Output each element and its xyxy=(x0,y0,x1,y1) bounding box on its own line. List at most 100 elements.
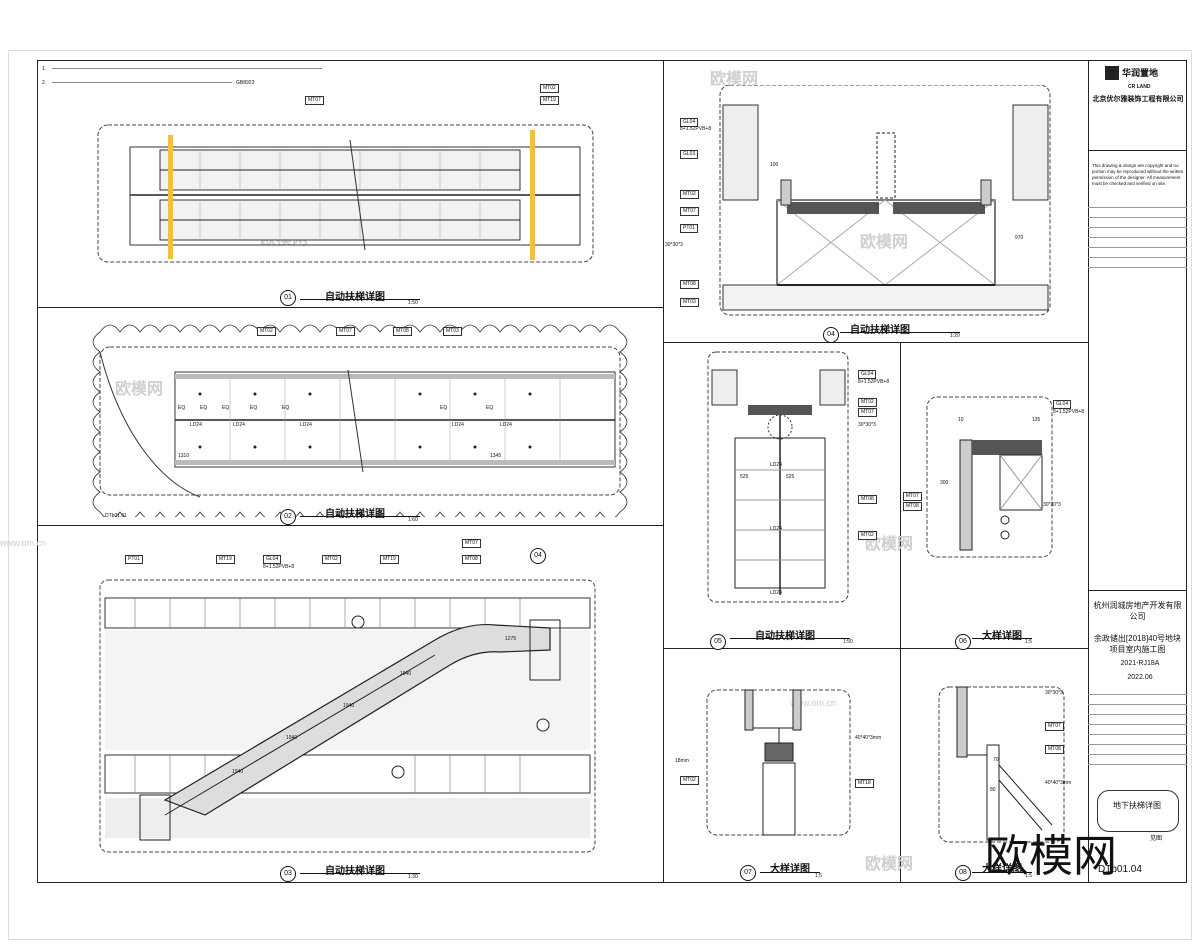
brand-name: 华润置地 xyxy=(1122,68,1159,78)
view-07-number: 07 xyxy=(740,865,756,881)
ld24-label-1: LD24 xyxy=(190,422,202,428)
view-06-underline xyxy=(972,638,1032,639)
view-07-scale: 1:5 xyxy=(815,873,822,879)
drawing-name-box xyxy=(1097,790,1179,832)
divider-h4 xyxy=(663,648,1088,649)
view-02-underline xyxy=(300,516,420,517)
tag-mt07-v3: MT07 xyxy=(462,539,481,548)
glass-spec-v3: 8+1.52PVB+8 xyxy=(263,564,295,570)
dim-1310: 1310 xyxy=(178,453,190,459)
divider-vertical xyxy=(663,60,664,883)
tag-gl04-v5: GL04 xyxy=(858,370,877,379)
tag-mt07-v6: MT07 xyxy=(903,492,922,501)
view-06-number: 06 xyxy=(955,634,971,650)
watermark-url-3: www.om.cn xyxy=(0,538,47,548)
tag-gl03-v4: GL03 xyxy=(680,150,699,159)
note-line-1: 1. xyxy=(42,66,47,72)
view-08-title: 大样详图 xyxy=(982,864,1022,875)
dim-1345: 1345 xyxy=(490,453,502,459)
view-06-drawing xyxy=(926,396,1053,558)
tb-sep-2 xyxy=(1088,590,1187,591)
ld24-label-5: LD24 xyxy=(500,422,512,428)
view-03-scale: 1:30 xyxy=(408,874,418,880)
tag-mt07-v2: MT07 xyxy=(336,327,355,336)
tag-mt19-v1: MT19 xyxy=(540,96,559,105)
dim-1940-c: 1940 xyxy=(286,735,298,741)
ld24-label-2: LD24 xyxy=(233,422,245,428)
eq-label-6: EQ xyxy=(440,405,448,411)
eq-label-5: EQ xyxy=(282,405,290,411)
divider-v2 xyxy=(900,342,901,883)
view-08-number: 08 xyxy=(955,865,971,881)
dim-525-a: 525 xyxy=(740,474,749,480)
view-03-number: 03 xyxy=(280,866,296,882)
tag-mt02-v7: MT02 xyxy=(680,776,699,785)
paper-border xyxy=(8,50,1192,940)
view-04-number: 04 xyxy=(823,327,839,343)
tag-mt07-v8: MT07 xyxy=(1045,722,1064,731)
dim-300-v6: 300 xyxy=(940,480,949,486)
ld24-label-3: LD24 xyxy=(300,422,312,428)
title-block xyxy=(1088,60,1187,883)
steel-v4: 30*30*3 xyxy=(665,242,683,248)
tb-rows xyxy=(1088,198,1187,268)
dim-1940-b: 1940 xyxy=(343,703,355,709)
eq-label-7: EQ xyxy=(486,405,494,411)
dim-135-v6: 135 xyxy=(1032,417,1041,423)
view-03-drawing xyxy=(99,579,596,853)
tag-gl04-v3: GL04 xyxy=(263,555,282,564)
divider-h2 xyxy=(37,525,663,526)
dim-18mm-v7: 18mm xyxy=(675,758,689,764)
view-06-title: 大样详图 xyxy=(982,631,1022,642)
steel-v6: 30*30*3 xyxy=(1043,502,1061,508)
view-02-scale: 1:60 xyxy=(408,517,418,523)
ref-sheet-v2: DTb01.01 xyxy=(105,513,127,519)
view-03-underline xyxy=(300,873,420,874)
tag-mt19b-v3: MT19 xyxy=(380,555,399,564)
watermark-3: 欧模网 xyxy=(710,71,759,88)
view-05-scale: 1:50 xyxy=(843,639,853,645)
tag-mt19-v3: MT19 xyxy=(216,555,235,564)
tag-pt-v3: PT01 xyxy=(125,555,143,564)
view-08-scale: 1:5 xyxy=(1025,873,1032,879)
divider-h1 xyxy=(37,307,663,308)
view-04-underline xyxy=(840,332,960,333)
watermark-logo: 欧模网 xyxy=(985,832,1117,881)
dim-525-b: 525 xyxy=(786,474,795,480)
view-01-underline xyxy=(300,299,420,300)
view-07-title: 大样详图 xyxy=(770,864,810,875)
glass-spec-v6: 8+1.52PVB+8 xyxy=(1053,409,1085,415)
tag-mt08-v3: MT08 xyxy=(462,555,481,564)
view-01-drawing xyxy=(97,124,594,263)
tag-mt07-v1: MT07 xyxy=(305,96,324,105)
eq-label-4: EQ xyxy=(250,405,258,411)
divider-h3 xyxy=(663,342,1088,343)
project-number: 2021-RJ18A xyxy=(1120,660,1160,667)
tag-mt08-v5: MT08 xyxy=(858,495,877,504)
brand-name-en: CR LAND xyxy=(1128,84,1151,90)
dim-70-v8: 70 xyxy=(993,757,999,763)
steel-v7: 40*40*3mm xyxy=(855,735,882,741)
view-01-title: 自动扶梯详图 xyxy=(325,292,385,303)
view-07-underline xyxy=(760,872,820,873)
dim-1940-a: 1940 xyxy=(400,671,412,677)
view-02-title: 自动扶梯详图 xyxy=(325,509,385,520)
eq-label-2: EQ xyxy=(200,405,208,411)
tag-mt07-v4: MT07 xyxy=(680,207,699,216)
tag-gl04-v6: GL04 xyxy=(1053,400,1072,409)
eq-label-3: EQ xyxy=(222,405,230,411)
note-text-1 xyxy=(52,68,322,69)
tag-mt02-v2: MT02 xyxy=(257,327,276,336)
drawing-name: 地下扶梯详图 xyxy=(1113,801,1161,810)
tag-mt02-v3: MT02 xyxy=(322,555,341,564)
ld24-label-4: LD24 xyxy=(452,422,464,428)
watermark-url-2: www.om.cn xyxy=(790,698,837,708)
tag-pt-v4: PT01 xyxy=(680,224,698,233)
tag-mt08-v4: MT08 xyxy=(680,280,699,289)
drawing-frame xyxy=(37,60,1187,883)
note-line-2: 2. xyxy=(42,80,47,86)
tag-mt02b-v5: MT02 xyxy=(858,531,877,540)
tag-mt08-v6: MT08 xyxy=(903,502,922,511)
view-02-drawing xyxy=(92,324,628,517)
ld24-v5-1: LD24 xyxy=(770,462,782,468)
